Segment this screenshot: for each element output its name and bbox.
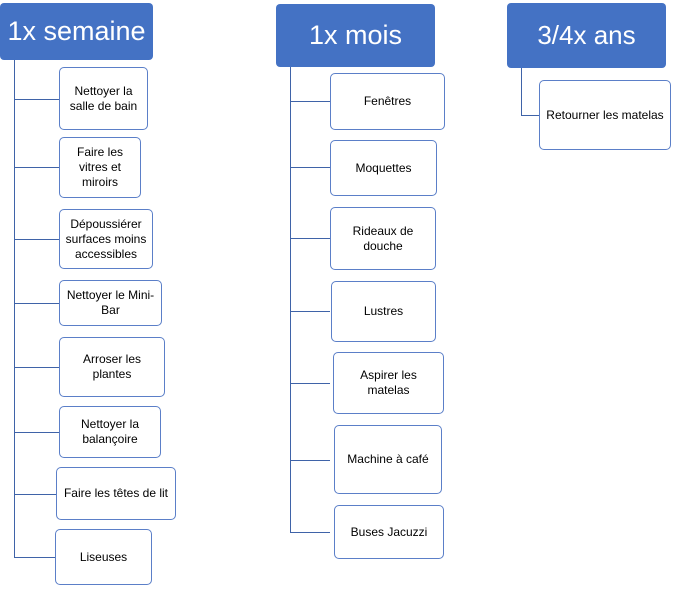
connector-branch: [14, 99, 59, 100]
column-header-yearly: 3/4x ans: [507, 3, 666, 68]
connector-branch: [14, 167, 59, 168]
connector-branch: [14, 239, 59, 240]
connector-branch: [290, 532, 330, 533]
task-node: Retourner les matelas: [539, 80, 671, 150]
task-node: Fenêtres: [330, 73, 445, 130]
task-node: Buses Jacuzzi: [334, 505, 444, 559]
connector-branch: [14, 367, 59, 368]
connector-branch: [290, 311, 330, 312]
connector-branch: [14, 432, 59, 433]
connector-branch: [290, 383, 330, 384]
task-node: Faire les têtes de lit: [56, 467, 176, 520]
task-node: Moquettes: [330, 140, 437, 196]
connector-branch: [521, 115, 539, 116]
task-node: Lustres: [331, 281, 436, 342]
task-node: Nettoyer la balançoire: [59, 406, 161, 458]
connector-trunk: [521, 68, 522, 115]
task-node: Liseuses: [55, 529, 152, 585]
task-node: Rideaux de douche: [330, 207, 436, 270]
task-node: Machine à café: [334, 425, 442, 494]
task-node: Dépoussiérer surfaces moins accessibles: [59, 209, 153, 269]
column-header-monthly: 1x mois: [276, 4, 435, 67]
connector-branch: [290, 101, 330, 102]
connector-branch: [290, 460, 330, 461]
connector-branch: [290, 238, 330, 239]
task-node: Arroser les plantes: [59, 337, 165, 397]
connector-trunk: [290, 66, 291, 532]
connector-branch: [14, 557, 59, 558]
task-node: Nettoyer le Mini-Bar: [59, 280, 162, 326]
column-header-weekly: 1x semaine: [0, 3, 153, 60]
connector-trunk: [14, 60, 15, 557]
connector-branch: [14, 494, 59, 495]
connector-branch: [290, 167, 330, 168]
task-node: Faire les vitres et miroirs: [59, 137, 141, 198]
task-node: Aspirer les matelas: [333, 352, 444, 414]
connector-branch: [14, 303, 59, 304]
task-node: Nettoyer la salle de bain: [59, 67, 148, 130]
